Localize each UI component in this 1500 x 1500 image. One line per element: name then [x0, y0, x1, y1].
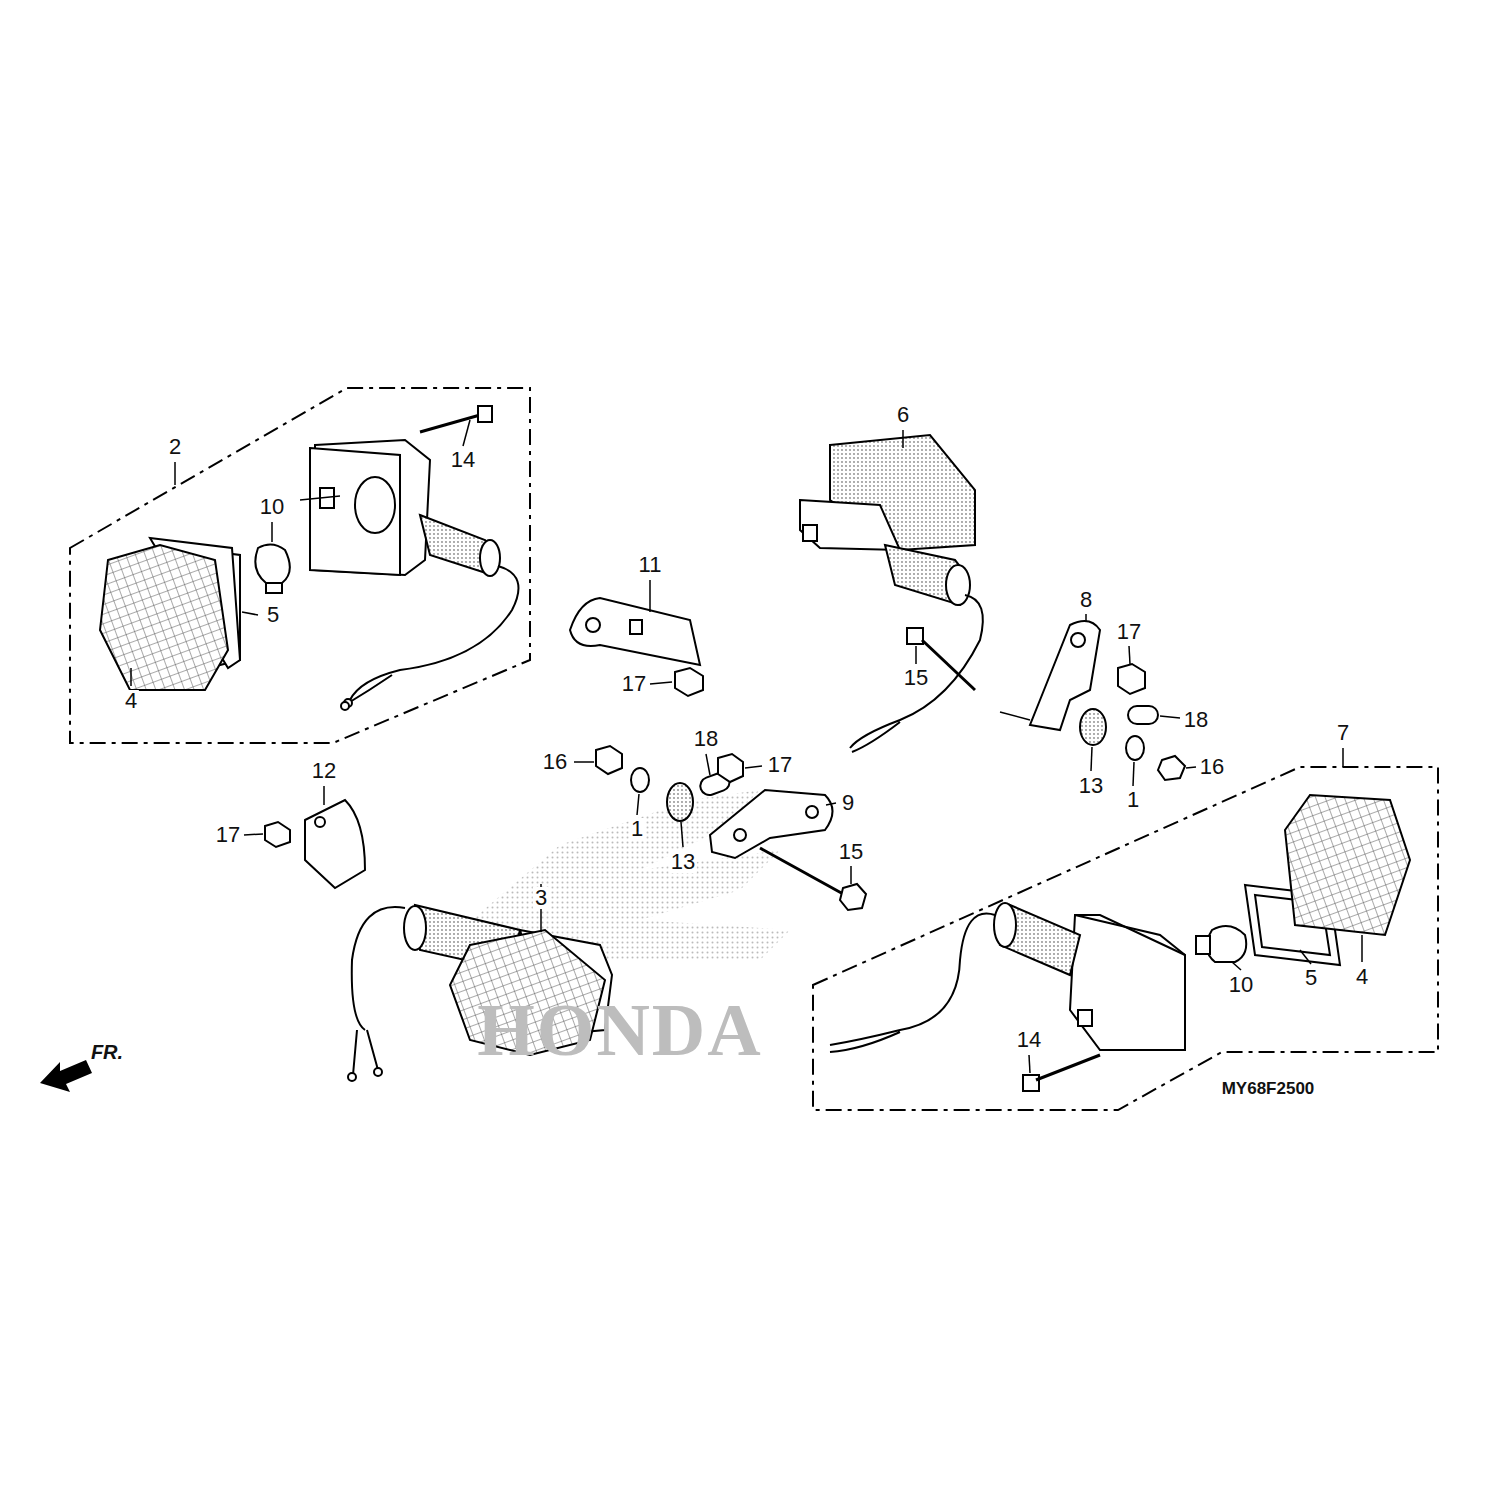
callout-number: 14	[449, 449, 477, 471]
callout-number: 2	[167, 436, 183, 458]
bracket	[570, 598, 703, 696]
callout-number: 8	[1078, 589, 1094, 611]
assembly-boundary	[70, 388, 530, 743]
leader-lines	[131, 420, 1362, 1073]
callout-number: 1	[629, 818, 645, 840]
callout-number: 4	[123, 690, 139, 712]
callout-number: 15	[837, 841, 865, 863]
callout-number: 6	[895, 404, 911, 426]
callout-number: 12	[310, 760, 338, 782]
turn-signal-assembly	[800, 435, 1185, 780]
callout-number: 7	[1335, 722, 1351, 744]
direction-label: FR.	[89, 1042, 125, 1062]
callout-number: 4	[1354, 966, 1370, 988]
turn-signal-assembly	[100, 406, 518, 710]
callout-number: 17	[620, 673, 648, 695]
assembly-boundary	[813, 767, 1438, 1110]
front-arrow	[40, 1060, 92, 1092]
callout-number: 13	[1077, 775, 1105, 797]
bracket	[596, 746, 866, 910]
callout-number: 15	[902, 667, 930, 689]
callout-number: 18	[1182, 709, 1210, 731]
callout-number: 18	[692, 728, 720, 750]
callout-number: 3	[533, 887, 549, 909]
callout-number: 16	[541, 751, 569, 773]
watermark: HONDA	[475, 993, 764, 1067]
callout-number: 17	[1115, 621, 1143, 643]
callout-number: 14	[1015, 1029, 1043, 1051]
callout-number: 13	[669, 851, 697, 873]
callout-number: 11	[637, 554, 664, 576]
callout-number: 17	[214, 824, 242, 846]
callout-number: 16	[1198, 756, 1226, 778]
turn-signal-assembly	[830, 795, 1410, 1091]
diagram-code: MY68F2500	[1220, 1080, 1317, 1097]
callout-number: 1	[1125, 789, 1141, 811]
callout-number: 5	[1303, 967, 1319, 989]
callout-number: 9	[840, 792, 856, 814]
bracket	[265, 800, 365, 888]
callout-number: 10	[1227, 974, 1255, 996]
callout-number: 17	[766, 754, 794, 776]
callout-number: 10	[258, 496, 286, 518]
callout-number: 5	[265, 604, 281, 626]
